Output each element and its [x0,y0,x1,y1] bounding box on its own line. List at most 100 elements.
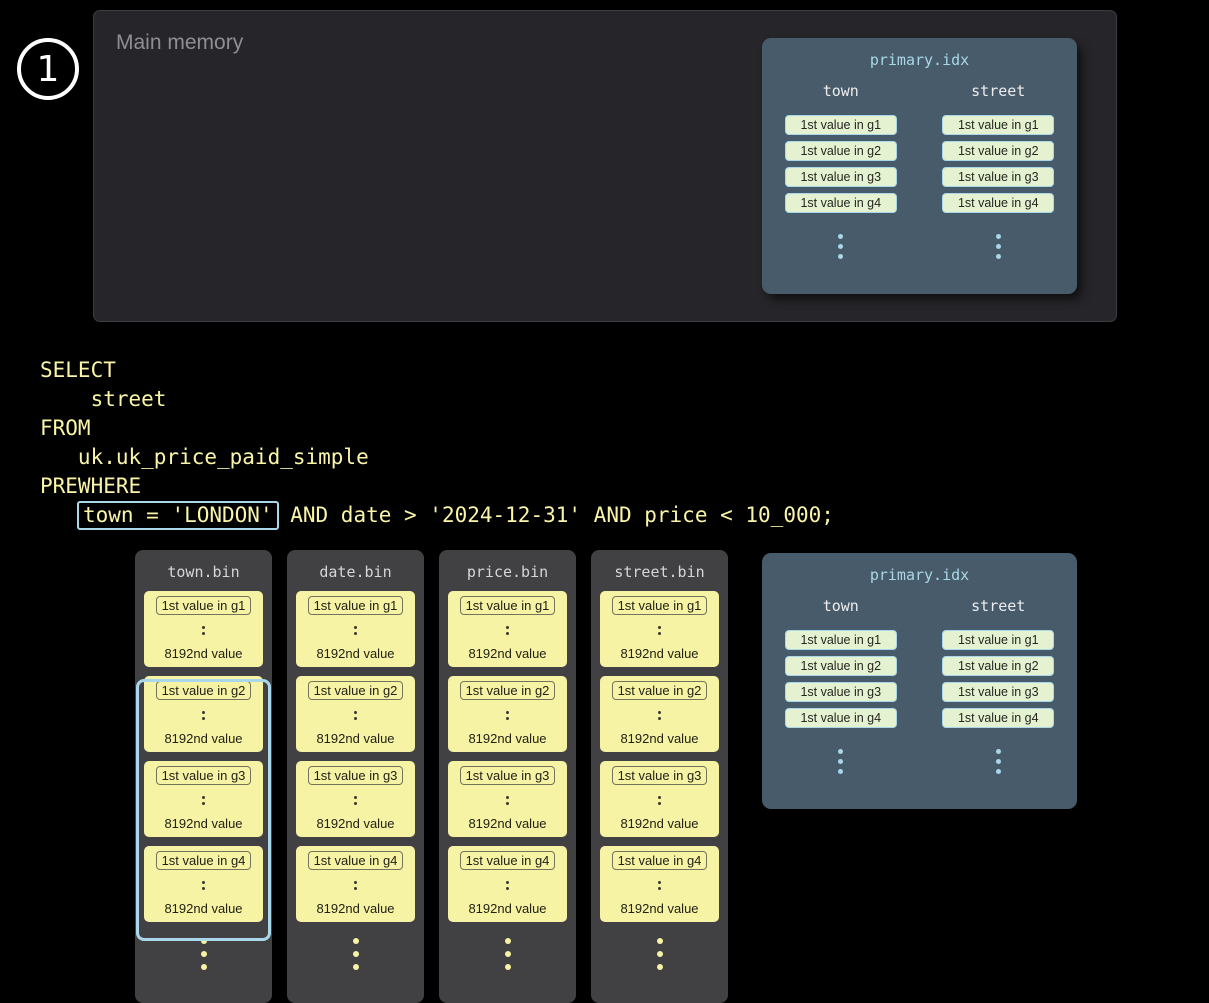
idx-entry: 1st value in g3 [784,682,897,702]
vertical-ellipsis-icon [658,710,661,722]
primary-idx-title: primary.idx [869,51,970,69]
granule-last-value: 8192nd value [620,646,699,661]
bin-file-title: price.bin [466,563,549,581]
primary-idx-panel-memory: primary.idx town 1st value in g1 1st val… [762,38,1077,294]
bin-file-title: town.bin [167,563,240,581]
idx-entry: 1st value in g3 [942,682,1055,702]
granule-last-value: 8192nd value [164,816,243,831]
granule-first-value: 1st value in g1 [307,596,404,615]
vertical-ellipsis-icon [506,625,509,637]
granule-first-value: 1st value in g1 [459,596,556,615]
vertical-ellipsis-icon [202,625,205,637]
granule-last-value: 8192nd value [468,816,547,831]
idx-entry: 1st value in g2 [942,141,1055,161]
granule-first-value: 1st value in g4 [611,851,708,870]
vertical-ellipsis-icon [838,231,844,261]
granule-last-value: 8192nd value [468,901,547,916]
granule-first-value: 1st value in g3 [611,766,708,785]
granule-block: 1st value in g2 8192nd value [144,676,263,752]
sql-line: uk.uk_price_paid_simple [40,445,369,469]
granule-first-value: 1st value in g2 [155,681,252,700]
idx-column-header-street: street [971,597,1026,615]
vertical-ellipsis-icon [202,710,205,722]
bin-file-title: date.bin [319,563,392,581]
granule-block: 1st value in g2 8192nd value [448,676,567,752]
granule-first-value: 1st value in g3 [155,766,252,785]
granule-first-value: 1st value in g4 [155,851,252,870]
step-1-badge: 1 [17,38,79,100]
bin-file-title: street.bin [614,563,705,581]
granule-block: 1st value in g4 8192nd value [144,846,263,922]
granule-first-value: 1st value in g2 [307,681,404,700]
granule-last-value: 8192nd value [164,901,243,916]
granule-blocks: 1st value in g1 8192nd value 1st value i… [287,591,424,922]
idx-entry: 1st value in g4 [784,708,897,728]
granule-block: 1st value in g3 8192nd value [600,761,719,837]
granule-first-value: 1st value in g3 [307,766,404,785]
vertical-ellipsis-icon [995,231,1001,261]
granule-block: 1st value in g3 8192nd value [448,761,567,837]
idx-entry: 1st value in g1 [942,115,1055,135]
idx-entry: 1st value in g4 [942,193,1055,213]
granule-block: 1st value in g2 8192nd value [296,676,415,752]
granule-block: 1st value in g4 8192nd value [600,846,719,922]
sql-line: PREWHERE [40,474,142,498]
granule-blocks: 1st value in g1 8192nd value 1st value i… [135,591,272,922]
vertical-ellipsis-icon [202,880,205,892]
idx-entry: 1st value in g1 [784,115,897,135]
primary-idx-title: primary.idx [869,566,970,584]
granule-last-value: 8192nd value [316,646,395,661]
idx-entry: 1st value in g4 [784,193,897,213]
sql-rest: AND date > '2024-12-31' AND price < 10_0… [277,503,834,527]
granule-last-value: 8192nd value [316,731,395,746]
granule-first-value: 1st value in g4 [459,851,556,870]
vertical-ellipsis-icon [658,795,661,807]
idx-entry: 1st value in g4 [942,708,1055,728]
idx-column-street: street 1st value in g1 1st value in g2 1… [920,82,1078,261]
vertical-ellipsis-icon [838,746,844,776]
idx-column-town: town 1st value in g1 1st value in g2 1st… [762,597,920,776]
vertical-ellipsis-icon [995,746,1001,776]
granule-block: 1st value in g1 8192nd value [600,591,719,667]
idx-entry: 1st value in g2 [784,656,897,676]
vertical-ellipsis-icon [287,934,424,973]
granule-last-value: 8192nd value [316,901,395,916]
main-memory-title: Main memory [116,31,244,54]
idx-entry: 1st value in g3 [942,167,1055,187]
vertical-ellipsis-icon [506,795,509,807]
vertical-ellipsis-icon [354,880,357,892]
granule-first-value: 1st value in g2 [459,681,556,700]
granule-last-value: 8192nd value [620,816,699,831]
idx-column-header-street: street [971,82,1026,100]
granule-blocks: 1st value in g1 8192nd value 1st value i… [439,591,576,922]
vertical-ellipsis-icon [135,934,272,973]
bin-column-price: price.bin 1st value in g1 8192nd value 1… [439,550,576,1003]
sql-line-prewhere-predicates: town = 'LONDON' AND date > '2024-12-31' … [40,501,834,530]
idx-columns: town 1st value in g1 1st value in g2 1st… [762,82,1077,261]
granule-block: 1st value in g2 8192nd value [600,676,719,752]
granule-blocks: 1st value in g1 8192nd value 1st value i… [591,591,728,922]
idx-column-street: street 1st value in g1 1st value in g2 1… [920,597,1078,776]
granule-block: 1st value in g4 8192nd value [296,846,415,922]
idx-column-header-town: town [822,82,859,100]
vertical-ellipsis-icon [354,795,357,807]
granule-last-value: 8192nd value [468,646,547,661]
vertical-ellipsis-icon [658,625,661,637]
idx-entry: 1st value in g3 [784,167,897,187]
sql-line: street [40,387,167,411]
vertical-ellipsis-icon [591,934,728,973]
vertical-ellipsis-icon [439,934,576,973]
granule-block: 1st value in g1 8192nd value [448,591,567,667]
idx-column-header-town: town [822,597,859,615]
sql-line: FROM [40,416,91,440]
primary-idx-panel-disk: primary.idx town 1st value in g1 1st val… [762,553,1077,809]
step-number: 1 [36,48,60,90]
granule-last-value: 8192nd value [316,816,395,831]
granule-first-value: 1st value in g2 [611,681,708,700]
granule-block: 1st value in g3 8192nd value [144,761,263,837]
vertical-ellipsis-icon [506,880,509,892]
idx-entry: 1st value in g1 [942,630,1055,650]
idx-entry: 1st value in g2 [784,141,897,161]
sql-indent [40,503,78,527]
granule-block: 1st value in g1 8192nd value [296,591,415,667]
